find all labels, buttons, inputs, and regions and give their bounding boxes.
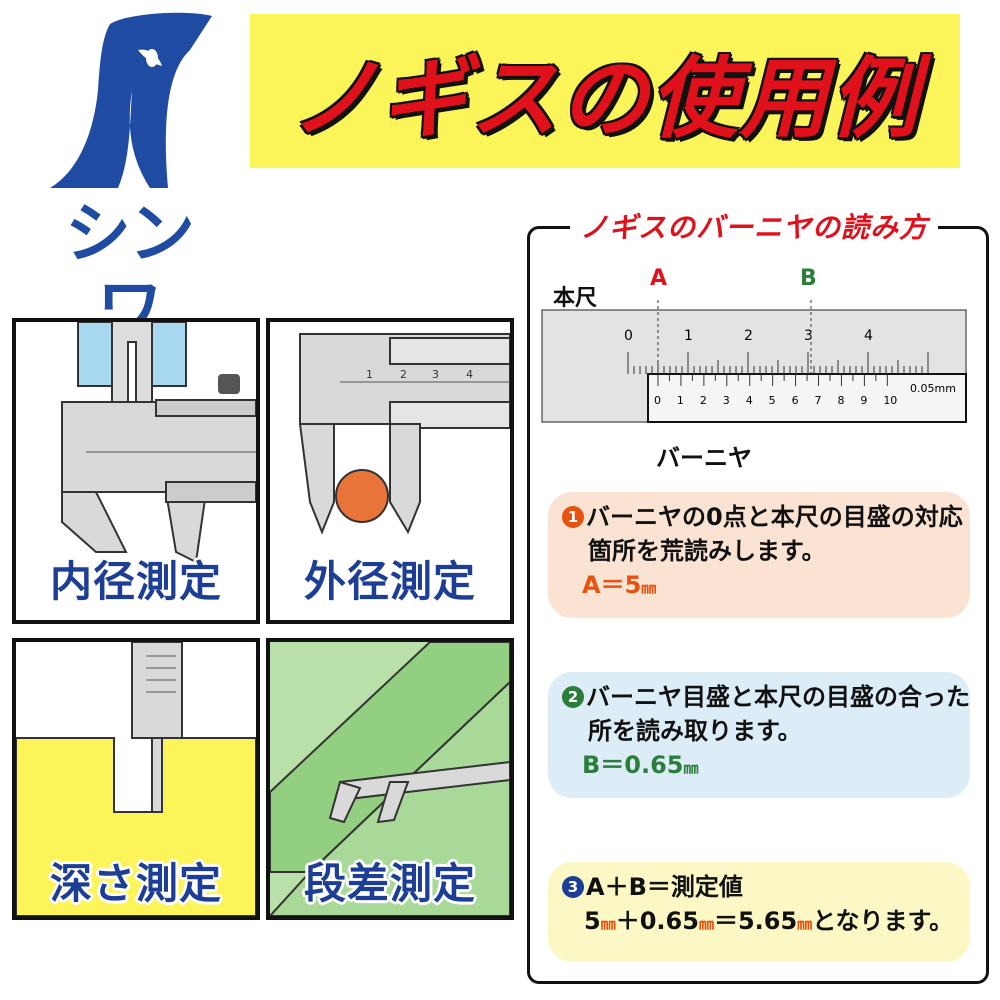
page-title: ノギスの使用例 bbox=[289, 46, 920, 150]
panel-label: 深さ測定 bbox=[49, 859, 222, 908]
mark-a-label: A bbox=[650, 266, 668, 291]
title-banner: ノギスの使用例 bbox=[250, 14, 960, 168]
main-scale-label: 本尺 bbox=[553, 286, 598, 311]
panel-outer-diameter: 1 2 3 4 外径測定 bbox=[266, 318, 514, 624]
vernier-tick-label: 5 bbox=[769, 394, 776, 407]
step-3-number: 3 bbox=[562, 876, 584, 898]
main-scale-tick-label: 4 bbox=[864, 328, 873, 344]
panel-label: 内径測定 bbox=[49, 557, 222, 606]
step-2-answer-unit: ㎜ bbox=[683, 759, 699, 777]
vernier-tick-label: 10 bbox=[883, 394, 897, 407]
panel-step: 段差測定 bbox=[266, 638, 514, 920]
eq-result: ＝5.65 bbox=[713, 907, 798, 935]
vernier-tick-label: 0 bbox=[654, 394, 661, 407]
vernier-tick-label: 6 bbox=[792, 394, 799, 407]
vernier-label: バーニヤ bbox=[656, 444, 752, 472]
eq-unit-b: ㎜ bbox=[698, 915, 714, 933]
panel-depth: 深さ測定 bbox=[12, 638, 260, 920]
eq-unit-a: ㎜ bbox=[600, 915, 616, 933]
main-scale-ticks: 0 1 2 3 4 bbox=[624, 328, 929, 374]
step-3-line-1: A＋B＝測定値 bbox=[586, 873, 743, 901]
vernier-tick-label: 7 bbox=[815, 394, 822, 407]
main-scale-tick-label: 0 bbox=[624, 328, 633, 344]
panel-inner-diameter: 内径測定 bbox=[12, 318, 260, 624]
vernier-scale-diagram: 0 1 2 3 4 0 1 2 3 4 5 6 7 8 9 10 0.05mm bbox=[541, 300, 967, 423]
step-2-answer: B＝0.65 bbox=[582, 751, 684, 779]
vernier-reading-title: ノギスのバーニヤの読み方 bbox=[570, 206, 939, 246]
step-2-line-2: 所を読み取ります。 bbox=[588, 717, 802, 745]
inner-diameter-illustration bbox=[61, 322, 256, 564]
svg-text:3: 3 bbox=[432, 368, 439, 381]
panel-label: 段差測定 bbox=[303, 859, 476, 908]
svg-text:2: 2 bbox=[400, 368, 407, 381]
step-1-line-1: バーニヤの0点と本尺の目盛の対応 bbox=[586, 503, 963, 531]
step-1-number: 1 bbox=[562, 506, 584, 528]
vernier-tick-label: 3 bbox=[723, 394, 730, 407]
eq-end: となります。 bbox=[812, 907, 954, 935]
step-1-line-2: 箇所を荒読みします。 bbox=[588, 537, 826, 565]
step-illustration bbox=[270, 642, 510, 916]
step-1-answer: A＝5 bbox=[582, 571, 642, 599]
eq-unit-c: ㎜ bbox=[797, 915, 813, 933]
main-scale-tick-label: 2 bbox=[744, 328, 753, 344]
vernier-unit-label: 0.05mm bbox=[910, 382, 956, 395]
vernier-tick-label: 8 bbox=[837, 394, 844, 407]
step-2-number: 2 bbox=[562, 686, 584, 708]
svg-text:4: 4 bbox=[466, 368, 473, 381]
vernier-tick-label: 2 bbox=[700, 394, 707, 407]
mark-b-label: B bbox=[800, 266, 817, 291]
vernier-tick-label: 1 bbox=[677, 394, 684, 407]
step-1-answer-unit: ㎜ bbox=[641, 579, 657, 597]
vernier-scale-ticks: 0 1 2 3 4 5 6 7 8 9 10 bbox=[654, 374, 897, 407]
vernier-tick-label: 4 bbox=[746, 394, 753, 407]
shinwa-penguin-logo bbox=[50, 12, 212, 189]
eq-a: 5 bbox=[584, 907, 601, 935]
depth-illustration bbox=[16, 642, 256, 916]
panel-label: 外径測定 bbox=[303, 557, 476, 606]
step-2-line-1: バーニヤ目盛と本尺の目盛の合った bbox=[586, 683, 970, 711]
main-scale-tick-label: 3 bbox=[804, 328, 813, 344]
vernier-tick-label: 9 bbox=[860, 394, 867, 407]
main-scale-tick-label: 1 bbox=[684, 328, 693, 344]
outer-diameter-illustration: 1 2 3 4 bbox=[298, 333, 510, 535]
eq-plus: ＋0.65 bbox=[615, 907, 699, 935]
svg-text:1: 1 bbox=[366, 368, 373, 381]
